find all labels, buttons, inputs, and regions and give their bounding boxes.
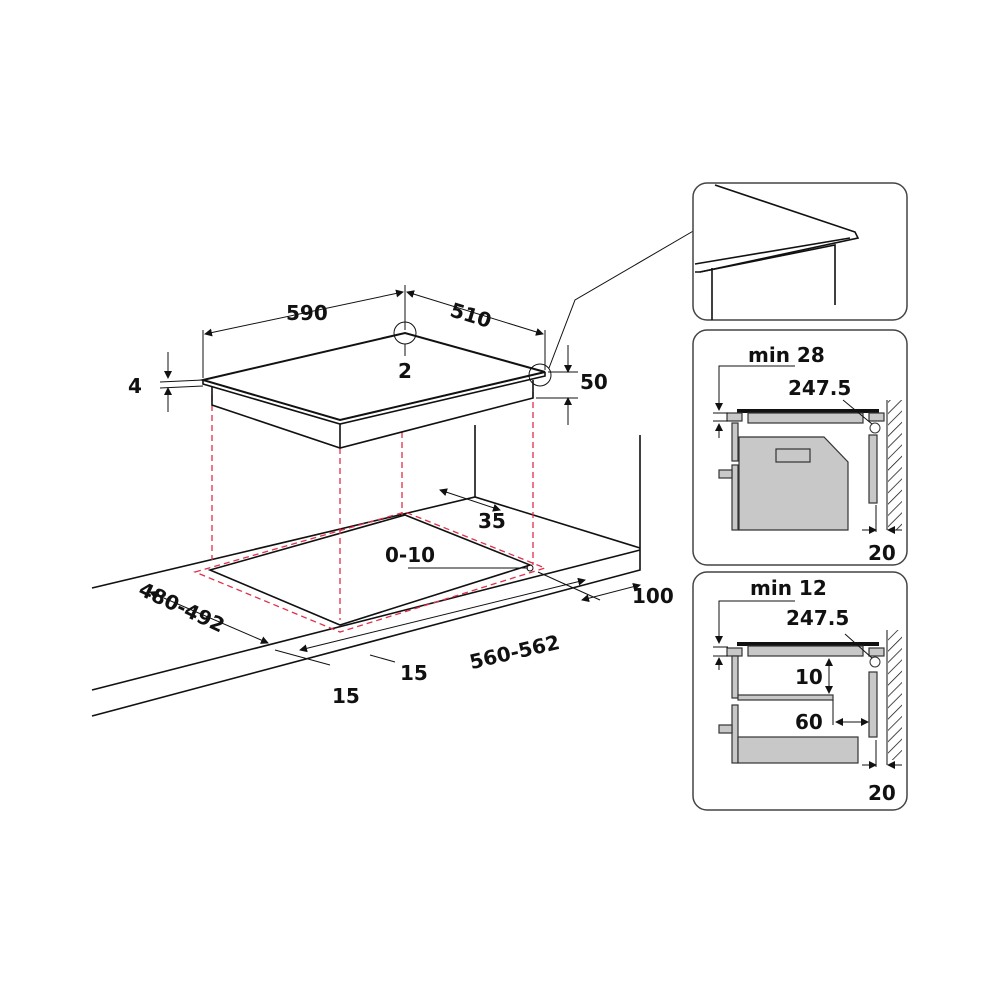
height-label: 50: [580, 370, 608, 394]
edge-detail-circle: [528, 363, 552, 387]
dimension-labels: 590 510 2 4 50 35 0-10 100 480-492 560-5…: [128, 298, 674, 708]
width-label: 590: [286, 301, 328, 325]
oven-dim-label: 247.5: [788, 376, 851, 400]
edge-detail-inset: [692, 182, 908, 321]
drawer-horizontal-gap-label: 60: [795, 710, 823, 734]
depth-label: 510: [447, 298, 494, 333]
thickness-label: 4: [128, 374, 142, 398]
oven-wall-gap-label: 20: [868, 541, 896, 565]
cutout-width-label: 560-562: [467, 630, 562, 674]
hob: [199, 229, 696, 449]
side-margin-right-label: 15: [400, 661, 428, 685]
drawer-min-label: min 12: [750, 576, 827, 600]
dimension-lines: [149, 285, 641, 666]
drawer-dim-label: 247.5: [786, 606, 849, 630]
drawer-inset: min 12 247.5 10 60 20: [692, 571, 908, 811]
offset-label: 0-10: [385, 543, 435, 567]
cutout-depth-label: 480-492: [135, 577, 228, 638]
side-margin-left-label: 15: [332, 684, 360, 708]
worktop: [91, 425, 641, 717]
drawer-vertical-gap-label: 10: [795, 665, 823, 689]
rear-gap-label: 35: [478, 509, 506, 533]
wall-distance-label: 100: [632, 584, 674, 608]
drawer-wall-gap-label: 20: [868, 781, 896, 805]
oven-min-label: min 28: [748, 343, 825, 367]
corner-radius-label: 2: [398, 359, 412, 383]
oven-inset: min 28 247.5 20: [692, 329, 908, 566]
